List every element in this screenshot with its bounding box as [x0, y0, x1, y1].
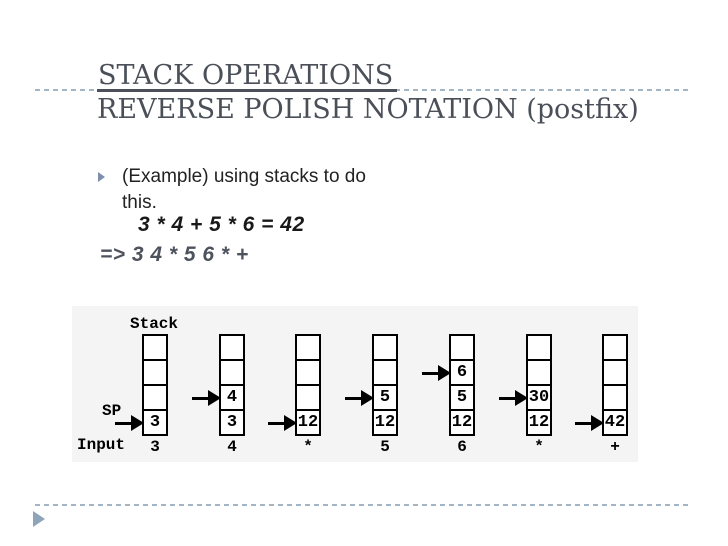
bullet-triangle-icon [98, 172, 105, 182]
input-token: * [303, 438, 313, 456]
bottom-dashed-divider [35, 504, 691, 506]
input-token: + [610, 438, 620, 456]
stack-pointer-arrow-icon [192, 389, 221, 406]
stack-cell: 12 [449, 409, 475, 436]
arrow-head [361, 389, 374, 406]
stack-pointer-arrow-icon [345, 389, 374, 406]
postfix-expression: => 3 4 * 5 6 * + [100, 243, 249, 266]
arrow-head [131, 414, 144, 431]
stack-cell [295, 384, 321, 411]
stack-cell [142, 359, 168, 386]
stack-cell [219, 334, 245, 361]
stack-cell: 12 [372, 409, 398, 436]
slide-title-line-2: REVERSE POLISH NOTATION (postfix) [97, 94, 639, 125]
arrow-tail [422, 371, 439, 375]
stack-cell: 5 [449, 384, 475, 411]
stack-cell: 6 [449, 359, 475, 386]
stack-cell: 3 [219, 409, 245, 436]
bullet-text: (Example) using stacks to do this. [122, 166, 366, 213]
stack-cell: 12 [295, 409, 321, 436]
input-token: 5 [380, 438, 390, 456]
stack-cell [602, 334, 628, 361]
stack-cell [526, 359, 552, 386]
sp-label: SP [102, 402, 122, 420]
arrow-head [284, 414, 297, 431]
input-token: 3 [150, 438, 160, 456]
stack-cell [449, 334, 475, 361]
stack-cell: 5 [372, 384, 398, 411]
stack-cell: 3 [142, 409, 168, 436]
arrow-tail [575, 421, 592, 425]
stack-step-3: 12 * [268, 334, 321, 456]
stack-pointer-arrow-icon [499, 389, 528, 406]
stack-cell [372, 334, 398, 361]
stack-cell: 12 [526, 409, 552, 436]
stack-cell: 4 [219, 384, 245, 411]
stack-cell [526, 334, 552, 361]
stack-cell [142, 384, 168, 411]
input-token: 4 [227, 438, 237, 456]
arrow-tail [345, 396, 362, 400]
input-label: Input [77, 436, 126, 454]
arrow-tail [268, 421, 285, 425]
arrow-head [438, 364, 451, 381]
stack-cell [602, 384, 628, 411]
stack-pointer-arrow-icon [575, 414, 604, 431]
stack-cell: 42 [602, 409, 628, 436]
infix-equation: 3 * 4 + 5 * 6 = 42 [138, 213, 305, 236]
arrow-tail [192, 396, 209, 400]
arrow-head [515, 389, 528, 406]
stack-cell [142, 334, 168, 361]
stack-pointer-arrow-icon [115, 414, 144, 431]
stack-cell [372, 359, 398, 386]
slide-footer-arrow-icon [33, 511, 45, 527]
stack-step-7: 42 + [575, 334, 628, 456]
arrow-tail [499, 396, 516, 400]
stack-cell [295, 359, 321, 386]
input-token: 6 [457, 438, 467, 456]
stack-cell [295, 334, 321, 361]
arrow-tail [115, 421, 132, 425]
arrow-head [208, 389, 221, 406]
stack-pointer-arrow-icon [422, 364, 451, 381]
arrow-head [591, 414, 604, 431]
stack-pointer-arrow-icon [268, 414, 297, 431]
slide-title-line-1: STACK OPERATIONS [97, 62, 398, 92]
stack-label: Stack [130, 315, 179, 333]
stack-cell [602, 359, 628, 386]
input-token: * [534, 438, 544, 456]
stack-cell [219, 359, 245, 386]
stack-cell: 30 [526, 384, 552, 411]
